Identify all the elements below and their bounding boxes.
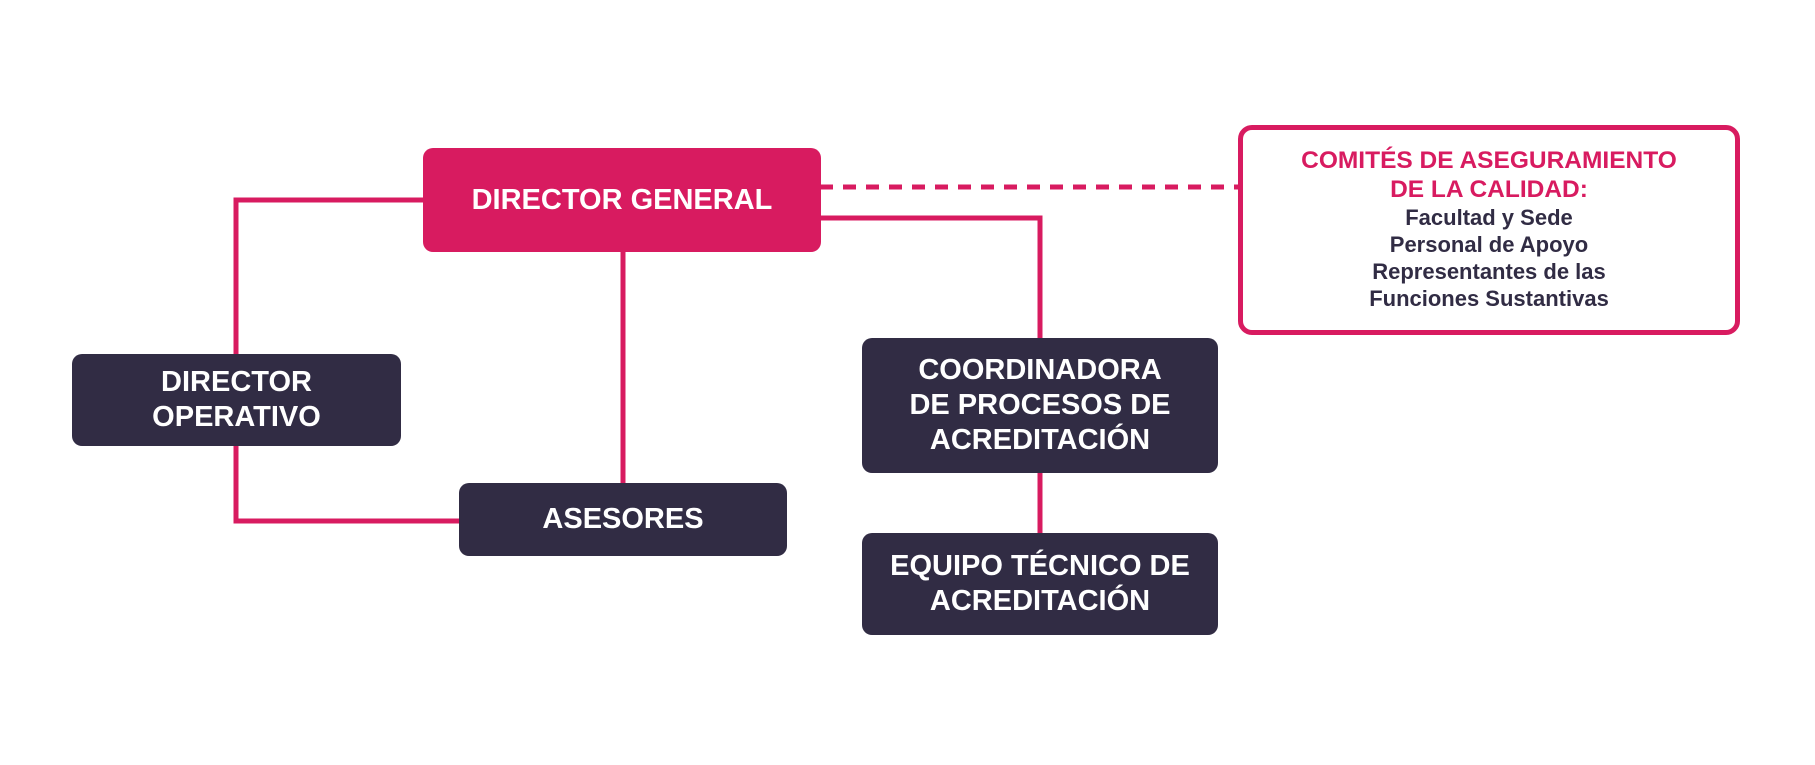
committees-title-line-1: COMITÉS DE ASEGURAMIENTO [1301,147,1677,175]
asesores-box: ASESORES [459,483,787,556]
director-operativo-box: DIRECTOR OPERATIVO [72,354,401,446]
coordinadora-label-line-2: DE PROCESOS DE [909,389,1171,422]
committees-box: COMITÉS DE ASEGURAMIENTO DE LA CALIDAD: … [1238,125,1740,335]
connector-general-to-coordinadora [820,215,1043,339]
director-operativo-label-line-2: OPERATIVO [152,401,321,433]
equipo-tecnico-label-line-1: EQUIPO TÉCNICO DE [890,550,1190,583]
committee-item: Personal de Apoyo [1389,232,1589,258]
asesores-label: ASESORES [542,503,704,536]
connector-general-to-operativo [233,197,425,355]
committee-item: Facultad y Sede [1405,205,1573,231]
coordinadora-label-line-3: ACREDITACIÓN [929,423,1151,456]
committee-item: Representantes de las [1372,258,1606,284]
equipo-tecnico-box: EQUIPO TÉCNICO DE ACREDITACIÓN [862,533,1218,635]
director-operativo-label-line-1: DIRECTOR [161,366,312,399]
committee-item: Funciones Sustantivas [1369,285,1609,311]
coordinadora-label-line-1: COORDINADORA [918,354,1162,387]
director-general-label: DIRECTOR GENERAL [471,183,773,216]
committees-title-line-2: DE LA CALIDAD: [1390,176,1588,204]
coordinadora-box: COORDINADORA DE PROCESOS DE ACREDITACIÓN [862,338,1218,473]
equipo-tecnico-label-line-2: ACREDITACIÓN [929,585,1151,617]
connector-operativo-to-asesores [233,445,459,524]
director-general-box: DIRECTOR GENERAL [423,148,821,252]
